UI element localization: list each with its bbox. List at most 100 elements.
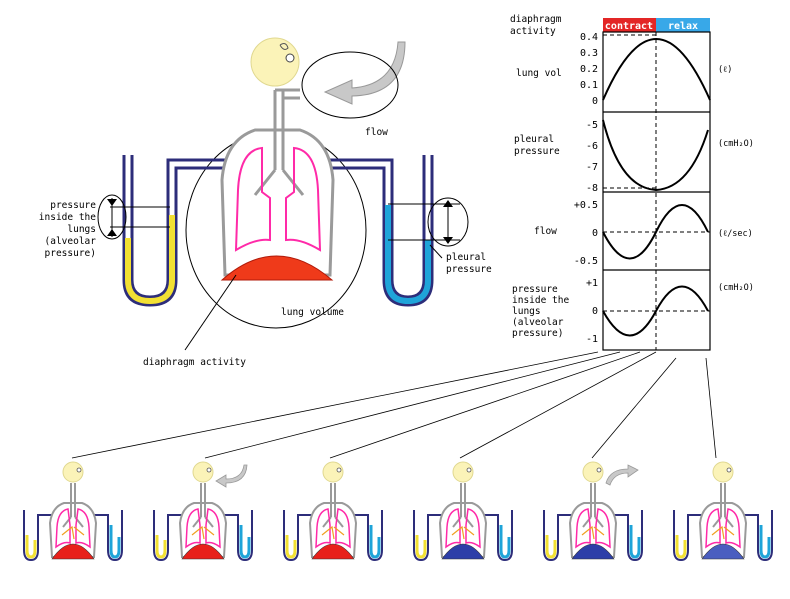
frame-right-fluid: [239, 525, 251, 559]
right-fluid: [385, 205, 431, 305]
contract-bar: [603, 18, 656, 32]
flow-unit: (ℓ/sec): [718, 229, 753, 239]
frame-left-fluid: [415, 535, 427, 559]
left-lung: [234, 146, 271, 252]
frame-bronchioles: [451, 525, 475, 540]
ear: [279, 43, 289, 50]
lv-tick-3: 0.2: [580, 64, 598, 75]
alveolar-label-1: pressure: [50, 200, 96, 211]
flow-tick-1: +0.5: [574, 200, 598, 211]
frame-bronchioles: [711, 525, 735, 540]
frame-right-tube: [600, 510, 643, 562]
frame-eye: [206, 467, 212, 473]
pp-tick-2: -6: [586, 141, 598, 152]
ap-label-1: pressure: [512, 284, 558, 295]
frame-left-tube: [413, 510, 456, 562]
frame-lungs: [185, 508, 221, 549]
frame-right-fluid: [759, 525, 771, 559]
frame-diaphragm: [311, 543, 355, 560]
lv-tick-2: 0.3: [580, 48, 598, 59]
alveolar-label-2: inside the: [39, 212, 96, 223]
lung-volume-curve: [602, 38, 711, 101]
frame-head: [322, 461, 344, 483]
eye: [285, 53, 295, 63]
frame-trachea: [452, 483, 474, 528]
timeline-frames: [23, 461, 773, 562]
frame-right-fluid: [109, 525, 121, 559]
graph-diaphragm-label-2: activity: [510, 26, 556, 37]
frame-bronchioles: [581, 525, 605, 540]
frame-head: [62, 461, 84, 483]
frame-right-tube: [470, 510, 513, 562]
flow-tick-2: 0: [592, 228, 598, 239]
lv-tick-4: 0.1: [580, 80, 598, 91]
frame-bronchioles: [321, 525, 345, 540]
frame-right-tube: [340, 510, 383, 562]
left-tube-outer: [122, 155, 258, 307]
ap-tick-1: +1: [586, 278, 598, 289]
frame-trachea: [582, 483, 604, 528]
ap-tick-2: 0: [592, 306, 598, 317]
flow-panel-label: flow: [534, 226, 557, 237]
frame-head: [452, 461, 474, 483]
ap-label-5: pressure): [512, 328, 563, 339]
frame-right-tube: [730, 510, 773, 562]
frame-head: [712, 461, 734, 483]
pp-label-2: pressure: [514, 146, 560, 157]
frame-left-tube: [153, 510, 196, 562]
lv-tick-1: 0.4: [580, 32, 598, 43]
relax-label: relax: [668, 21, 698, 32]
pleural-pressure-curve: [602, 119, 709, 192]
flow-tick-3: -0.5: [574, 256, 598, 267]
right-lung: [285, 146, 322, 252]
frame-left-tube: [673, 510, 716, 562]
frame-trachea: [192, 483, 214, 528]
pleural-leader: [429, 244, 443, 259]
alveolar-label-5: pressure): [45, 248, 96, 259]
frame-left-fluid: [675, 535, 687, 559]
frame-eye: [76, 467, 82, 473]
left-tube-inner: [130, 155, 258, 299]
lv-tick-5: 0: [592, 96, 598, 107]
frame-flow-out-arrow-icon: [605, 464, 639, 486]
flow-arrow-icon: [323, 41, 406, 105]
frame-diaphragm: [441, 543, 485, 560]
pp-label-1: pleural: [514, 134, 554, 145]
alveolar-pressure-marker: [97, 194, 170, 240]
lv-label: lung vol: [516, 68, 562, 79]
ap-label-3: lungs: [512, 306, 541, 317]
frame-diaphragm: [181, 543, 225, 560]
ap-unit: (cmH₂O): [718, 283, 754, 293]
trachea: [273, 90, 285, 170]
alveolar-label-3: lungs: [67, 224, 96, 235]
frame-lungs: [315, 508, 351, 549]
frame-left-fluid: [545, 535, 557, 559]
frame-eye: [726, 467, 732, 473]
right-tube-outer: [300, 155, 434, 307]
timeline-connectors: [71, 351, 717, 459]
frame-eye: [466, 467, 472, 473]
frame-right-tube: [80, 510, 123, 562]
pp-tick-3: -7: [586, 162, 598, 173]
flow-label: flow: [365, 127, 388, 138]
frame-diaphragm: [51, 543, 95, 560]
frame-left-tube: [23, 510, 66, 562]
pp-tick-4: -8: [586, 183, 598, 194]
pp-unit: (cmH₂O): [718, 139, 754, 149]
frame-right-fluid: [499, 525, 511, 559]
main-apparatus: flow lung volume diaphragm activity pleu…: [39, 37, 492, 368]
diaphragm-activity-label: diaphragm activity: [143, 357, 246, 368]
mouth-tube: [275, 88, 300, 100]
frame-left-tube: [283, 510, 326, 562]
frame-right-fluid: [629, 525, 641, 559]
diaphragm: [220, 255, 334, 281]
bell-jar: [220, 128, 335, 277]
timeline-frame-3: [283, 461, 383, 562]
frame-right-fluid: [369, 525, 381, 559]
frame-left-fluid: [25, 535, 37, 559]
frame-head: [582, 461, 604, 483]
timeline-frame-2: [153, 461, 253, 562]
respiratory-graph: diaphragm activity contract relax 0.4 0.…: [510, 14, 754, 351]
frame-head: [192, 461, 214, 483]
